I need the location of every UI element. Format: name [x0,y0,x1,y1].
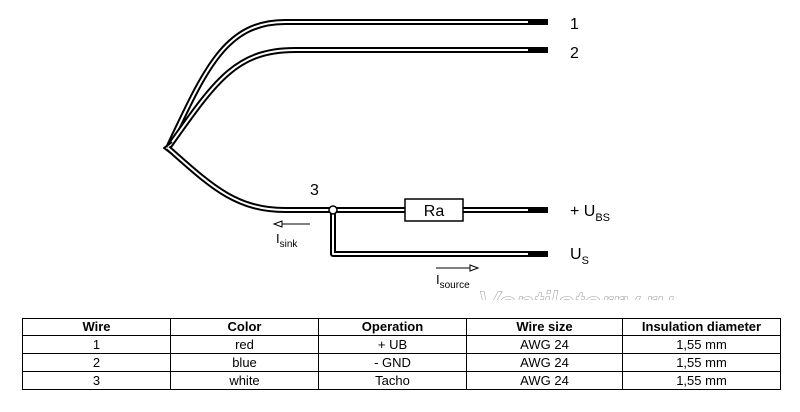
wire-3-branch [330,210,528,257]
wire-label-3: 3 [310,182,319,199]
wiring-diagram: Ra 1 2 3 + UBS US Isink Isource Ventilat… [163,16,674,300]
wire-spec-table: Wire Color Operation Wire size Insulatio… [22,318,781,390]
wire-2 [165,47,528,150]
table-row: 2 blue - GND AWG 24 1,55 mm [22,353,781,372]
cell-color: blue [170,353,319,372]
wire-label-1: 1 [570,16,579,33]
table-header-row: Wire Color Operation Wire size Insulatio… [22,318,781,336]
cell-operation: + UB [318,335,467,354]
source-current-label: Isource [436,272,470,291]
cell-color: white [170,371,319,390]
terminal-ubs-label: + UBS [570,203,610,224]
resistor-label: Ra [424,203,445,220]
header-operation: Operation [318,318,467,336]
cell-wire-size: AWG 24 [466,353,623,372]
cell-insulation-diameter: 1,55 mm [622,335,781,354]
cell-operation: Tacho [318,371,467,390]
cell-operation: - GND [318,353,467,372]
cell-insulation-diameter: 1,55 mm [622,371,781,390]
header-color: Color [170,318,319,336]
sink-current-arrow [272,220,310,228]
cell-wire: 1 [22,335,171,354]
table-row: 1 red + UB AWG 24 1,55 mm [22,335,781,354]
cell-wire-size: AWG 24 [466,335,623,354]
junction-node [328,205,338,215]
wire-3 [166,145,528,213]
header-wire: Wire [22,318,171,336]
sink-current-label: Isink [276,231,298,250]
wire-1 [165,19,528,150]
cell-wire-size: AWG 24 [466,371,623,390]
header-insulation-diameter: Insulation diameter [622,318,781,336]
wire-ends [528,19,548,257]
terminal-us-label: US [570,246,589,267]
cell-color: red [170,335,319,354]
cell-wire: 3 [22,371,171,390]
wire-label-2: 2 [570,45,579,62]
resistor-ra [404,198,464,222]
cell-insulation-diameter: 1,55 mm [622,353,781,372]
bundle-tip [163,141,173,155]
source-current-arrow [436,264,480,272]
cell-wire: 2 [22,353,171,372]
watermark: Ventilatorry.ru [478,285,674,300]
header-wire-size: Wire size [466,318,623,336]
table-row: 3 white Tacho AWG 24 1,55 mm [22,371,781,390]
